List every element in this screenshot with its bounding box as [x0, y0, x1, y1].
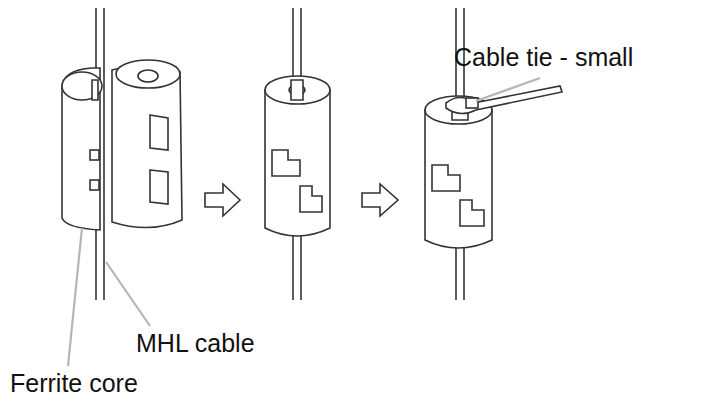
part-label: Ferrite core	[10, 370, 138, 398]
part-label: MHL cable	[136, 330, 255, 358]
part-label: Cable tie - small	[454, 44, 633, 72]
